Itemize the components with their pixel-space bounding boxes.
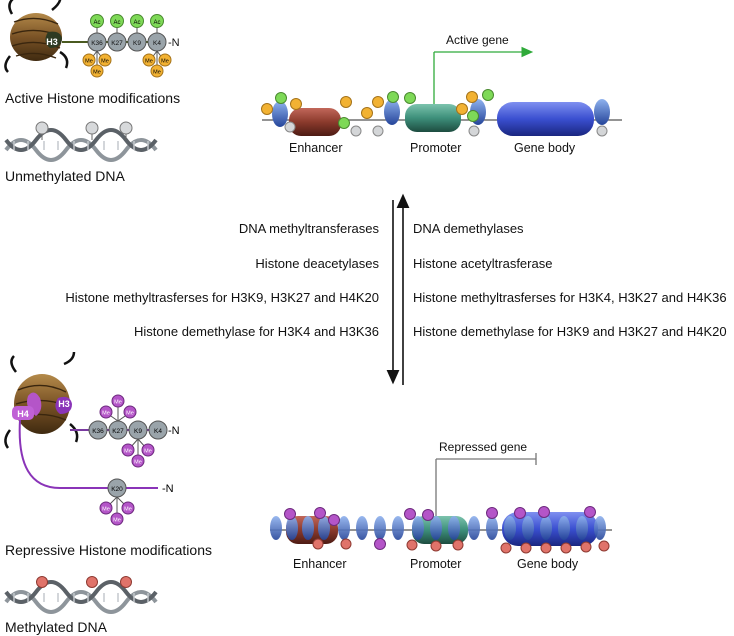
active-core-label: H3: [46, 37, 58, 47]
repressive-residue-k36: K36: [92, 428, 104, 435]
me-label: Me: [126, 411, 134, 417]
repressed-region-gene-body: Gene body: [517, 557, 579, 571]
repressive-residue-k4: K4: [154, 428, 162, 435]
ac-label: Ac: [153, 20, 160, 26]
active-residue-k4: K4: [153, 40, 161, 47]
active-methyl-beads: Me Me Me Me Me Me: [82, 53, 172, 78]
enzyme-up-4: Histone demethylase for H3K9 and H3K27 a…: [413, 324, 727, 339]
me-label: Me: [101, 59, 109, 65]
repressive-residue-chain: K36 K27 K9 K4: [88, 420, 168, 440]
repressed-gene-arrow: [435, 453, 537, 517]
active-region-promoter: Promoter: [410, 141, 461, 155]
active-gene-label: Active gene: [446, 33, 509, 47]
enzyme-down-1: DNA methyltransferases: [238, 221, 379, 236]
repressive-methyl-beads-h3: Me Me Me Me Me Me: [99, 394, 155, 468]
me-label: Me: [102, 411, 110, 417]
unmethylated-dna-title: Unmethylated DNA: [5, 168, 125, 184]
enzyme-down-2: Histone deacetylases: [255, 256, 379, 271]
repressed-region-promoter: Promoter: [410, 557, 461, 571]
active-histone-title: Active Histone modifications: [5, 90, 180, 106]
active-nucleosome-icon: H3: [4, 0, 69, 73]
active-enhancer-block: [289, 108, 341, 136]
active-terminal-label: -N: [168, 37, 180, 49]
active-region-gene-body: Gene body: [514, 141, 576, 155]
active-histone-panel: H3 K36 K27 K9 K4 -N Ac Ac Ac: [4, 0, 180, 78]
active-residue-k9: K9: [133, 40, 141, 47]
repressive-terminal-h3: -N: [168, 425, 180, 437]
repressive-residue-k9: K9: [134, 428, 142, 435]
repressed-histone-methyl-marks: [284, 506, 596, 550]
active-gene-arrow: [433, 46, 534, 105]
active-region-enhancer: Enhancer: [289, 141, 343, 155]
repressed-gene-label: Repressed gene: [439, 440, 527, 454]
unmethylated-dna-helix: [4, 121, 158, 162]
me-label: Me: [161, 59, 169, 65]
active-gene-body-block: [497, 102, 594, 136]
repressive-core-h4: H4: [17, 409, 29, 419]
active-chromatin-marks: [261, 89, 494, 129]
repressed-chromatin: Repressed gene: [270, 440, 612, 571]
enzyme-up-1: DNA demethylases: [413, 221, 524, 236]
methylated-dna-title: Methylated DNA: [5, 619, 108, 635]
me-label: Me: [144, 449, 152, 455]
ac-label: Ac: [113, 20, 120, 26]
me-label: Me: [153, 70, 161, 76]
me-label: Me: [85, 59, 93, 65]
me-label: Me: [124, 449, 132, 455]
repressed-region-enhancer: Enhancer: [293, 557, 347, 571]
enzyme-up-2: Histone acetyltrasferase: [413, 256, 553, 271]
repressive-residue-k20: K20: [111, 486, 123, 493]
me-label: Me: [145, 59, 153, 65]
me-label: Me: [134, 460, 142, 466]
enzyme-down-3: Histone methyltrasferses for H3K9, H3K27…: [65, 290, 379, 305]
active-residue-k27: K27: [111, 40, 123, 47]
ac-label: Ac: [93, 20, 100, 26]
active-unmethylated-beads: [284, 121, 608, 137]
active-residue-k36: K36: [91, 40, 103, 47]
repressed-nucleosome-coils: [270, 516, 606, 540]
me-label: Me: [102, 507, 110, 513]
repressive-nucleosome-icon: H4 H3: [4, 351, 79, 449]
repressive-histone-panel: H4 H3 K36 K27 K9 K4 -N Me: [4, 351, 180, 526]
me-label: Me: [124, 507, 132, 513]
ac-label: Ac: [133, 20, 140, 26]
active-promoter-block: [405, 104, 461, 132]
active-acetyl-marks: Ac Ac Ac Ac: [90, 14, 164, 33]
repressive-histone-title: Repressive Histone modifications: [5, 542, 212, 558]
active-chromatin: Active gene: [261, 33, 622, 155]
enzyme-down-4: Histone demethylase for H3K4 and H3K36: [134, 324, 379, 339]
repressive-core-h3: H3: [58, 399, 70, 409]
repressive-methyl-beads-h4: Me Me Me: [99, 501, 135, 526]
repressed-dna-methyl-marks: [312, 538, 610, 554]
me-label: Me: [93, 70, 101, 76]
me-label: Me: [114, 400, 122, 406]
active-nucleosomes: [272, 99, 610, 127]
me-label: Me: [113, 518, 121, 524]
methylated-dna-helix: [4, 576, 158, 614]
repressive-residue-k27: K27: [112, 428, 124, 435]
repressive-terminal-h4: -N: [162, 483, 174, 495]
enzyme-up-3: Histone methyltrasferses for H3K4, H3K27…: [413, 290, 727, 305]
